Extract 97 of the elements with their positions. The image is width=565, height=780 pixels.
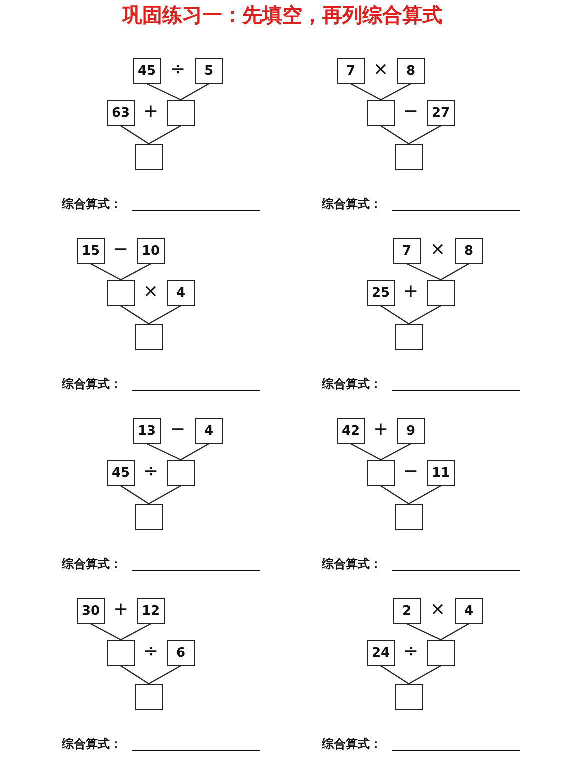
operator-sign: ÷ [169,59,187,80]
number-box: 9 [397,418,425,444]
formula-prompt: 综合算式： [62,196,122,213]
number-box: 5 [195,58,223,84]
answer-box [427,640,455,666]
connector-line [120,126,150,144]
connector-line [440,623,470,641]
connector-line [90,623,122,641]
connector-line [120,486,150,504]
operator-sign: − [112,239,130,260]
connector-line [408,305,442,325]
operator-sign: × [142,281,160,302]
number-box: 10 [137,238,165,264]
connector-line [380,126,410,144]
number-box: 25 [367,280,395,306]
operator-sign: − [169,419,187,440]
connector-line [440,263,470,281]
formula-prompt: 综合算式： [62,556,122,573]
operator-sign: ÷ [402,641,420,662]
connector-line [148,665,182,685]
operator-sign: − [402,461,420,482]
connector-line [90,263,122,281]
answer-box [395,684,423,710]
connector-line [408,125,442,145]
connector-line [180,83,210,101]
connector-line [148,125,182,145]
number-box: 27 [427,100,455,126]
operator-sign: + [402,281,420,302]
connector-line [120,263,152,281]
number-box: 4 [455,598,483,624]
operator-sign: ÷ [142,461,160,482]
number-box: 42 [337,418,365,444]
answer-box [395,324,423,350]
worksheet-title: 巩固练习一：先填空，再列综合算式 [121,2,444,29]
answer-box [367,460,395,486]
answer-box [367,100,395,126]
number-box: 7 [393,238,421,264]
connector-line [120,623,152,641]
operator-sign: × [429,239,447,260]
connector-line [350,443,382,461]
answer-box [107,280,135,306]
answer-box [135,144,163,170]
number-box: 11 [427,460,455,486]
connector-line [380,486,410,504]
answer-box [395,504,423,530]
formula-prompt: 综合算式： [322,196,382,213]
number-box: 15 [77,238,105,264]
connector-line [406,263,442,281]
number-box: 63 [107,100,135,126]
answer-box [135,684,163,710]
number-box: 4 [167,280,195,306]
number-box: 13 [133,418,161,444]
answer-box [395,144,423,170]
answer-box [135,504,163,530]
connector-line [120,666,150,684]
connector-line [146,83,182,101]
operator-sign: × [429,599,447,620]
answer-box [427,280,455,306]
number-box: 45 [107,460,135,486]
number-box: 12 [137,598,165,624]
operator-sign: × [372,59,390,80]
operator-sign: − [402,101,420,122]
formula-prompt: 综合算式： [62,736,122,753]
connector-line [380,306,410,324]
number-box: 24 [367,640,395,666]
number-box: 4 [195,418,223,444]
operator-sign: + [372,419,390,440]
connector-line [380,443,412,461]
number-box: 8 [455,238,483,264]
number-box: 30 [77,598,105,624]
number-box: 7 [337,58,365,84]
formula-prompt: 综合算式： [322,556,382,573]
formula-prompt: 综合算式： [322,736,382,753]
connector-line [408,485,442,505]
connector-line [350,83,382,101]
answer-box [135,324,163,350]
connector-line [120,306,150,324]
connector-line [146,443,182,461]
connector-line [380,83,412,101]
operator-sign: + [142,101,160,122]
number-box: 8 [397,58,425,84]
formula-prompt: 综合算式： [62,376,122,393]
operator-sign: + [112,599,130,620]
number-box: 2 [393,598,421,624]
formula-prompt: 综合算式： [322,376,382,393]
connector-line [148,485,182,505]
answer-box [167,100,195,126]
answer-box [107,640,135,666]
operator-sign: ÷ [142,641,160,662]
connector-line [180,443,210,461]
number-box: 45 [133,58,161,84]
answer-box [167,460,195,486]
connector-line [406,623,442,641]
connector-line [408,665,442,685]
connector-line [148,305,182,325]
connector-line [380,666,410,684]
number-box: 6 [167,640,195,666]
